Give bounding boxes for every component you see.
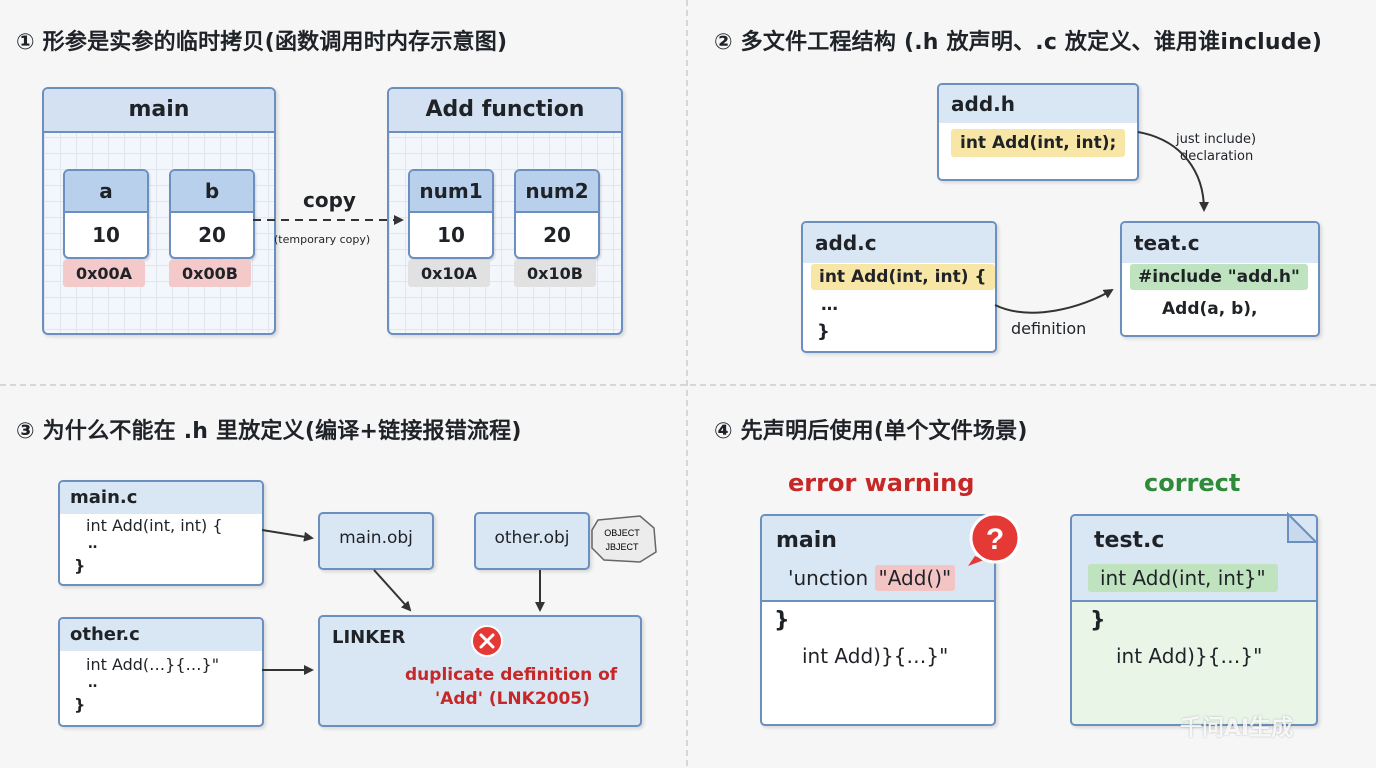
var-name: b (171, 171, 253, 213)
mainc-line3: } (74, 556, 86, 575)
section4-title: ④ 先声明后使用(单个文件场景) (714, 419, 1028, 444)
object-badge-line1: OBJECT (604, 528, 640, 538)
mainc-card: main.c int Add(int, int) { ‥ } (58, 480, 264, 586)
add-frame-title: Add function (389, 89, 621, 133)
include-note-line2: declaration (1180, 149, 1254, 164)
otherobj-box: other.obj (474, 512, 590, 570)
error-file-card: main 'unction "Add()" } int Add)}{…}" (760, 514, 996, 726)
linker-error-line2: 'Add' (LNK2005) (435, 689, 590, 709)
var-name: a (65, 171, 147, 213)
testc-card: teat.c #include "add.h" Add(a, b), (1120, 221, 1320, 337)
linker-error-line1: duplicate definition of (405, 665, 618, 685)
mainobj-box: main.obj (318, 512, 434, 570)
var-value: 20 (198, 223, 226, 247)
correct-file-title: test.c (1094, 528, 1165, 553)
testc-title: teat.c (1122, 223, 1318, 263)
addc-title: add.c (803, 223, 995, 263)
error-file-title: main (776, 528, 837, 553)
include-arrow (1137, 131, 1209, 212)
error-file-highlight: "Add()" (874, 565, 956, 591)
addh-title: add.h (939, 85, 1137, 123)
otherc-line2: ‥ (88, 675, 98, 691)
addc-definition-line: int Add(int, int) { (811, 264, 995, 290)
x-icon (471, 625, 503, 657)
var-name: num1 (410, 171, 492, 213)
addr-a: 0x00A (63, 260, 145, 287)
addr-num2: 0x10B (514, 260, 596, 287)
addr-num1: 0x10A (408, 260, 490, 287)
otherc-card: other.c int Add(…}{…}" ‥ } (58, 617, 264, 727)
linker-label: LINKER (332, 627, 406, 648)
testc-call-line: Add(a, b), (1162, 299, 1258, 319)
copy-sublabel: (temporary copy) (274, 233, 371, 246)
svg-text:?: ? (986, 523, 1004, 556)
section1-title: ① 形参是实参的临时拷贝(函数调用时内存示意图) (16, 30, 508, 55)
main-frame-title: main (44, 89, 274, 133)
mainc-line2: ‥ (88, 536, 98, 552)
var-num1: num1 10 (408, 169, 494, 259)
include-note-line1: just include) (1176, 132, 1257, 147)
addr-b: 0x00B (169, 260, 251, 287)
copy-label: copy (303, 188, 356, 212)
object-badge-line2: JBJECT (605, 542, 639, 552)
question-icon: ? (968, 512, 1021, 566)
error-file-line2: int Add)}{…}" (802, 644, 949, 668)
var-value: 20 (543, 223, 571, 247)
object-badge: OBJECT JBJECT (591, 515, 657, 563)
correct-file-highlight: int Add(int, int}" (1088, 564, 1278, 592)
addc-close-brace: } (817, 321, 830, 342)
correct-file-card: test.c int Add(int, int}" } int Add)}{…}… (1070, 514, 1318, 726)
var-b: b 20 (169, 169, 255, 259)
addh-declaration: int Add(int, int); (951, 129, 1126, 157)
otherobj-label: other.obj (494, 528, 570, 548)
otherc-title: other.c (60, 619, 262, 651)
mainobj-label: main.obj (339, 528, 413, 548)
quadrant-divider-horizontal (0, 384, 1376, 386)
var-num2: num2 20 (514, 169, 600, 259)
error-file-line1-text: 'unction (788, 566, 875, 590)
correct-file-brace: } (1090, 608, 1106, 633)
section3-title: ③ 为什么不能在 .h 里放定义(编译+链接报错流程) (16, 419, 522, 444)
definition-note: definition (1011, 319, 1087, 338)
var-value: 10 (92, 223, 120, 247)
correct-file-line2: int Add)}{…}" (1116, 644, 1263, 668)
addc-card: add.c int Add(int, int) { … } (801, 221, 997, 353)
error-file-brace: } (774, 608, 790, 633)
linker-box: LINKER duplicate definition of 'Add' (LN… (318, 615, 642, 727)
otherc-line1: int Add(…}{…}" (86, 655, 220, 674)
section2-title: ② 多文件工程结构 (.h 放声明、.c 放定义、谁用谁include) (714, 30, 1323, 55)
watermark: 千问AI生成 (1180, 716, 1294, 741)
addc-body: … (821, 295, 838, 315)
mainc-title: main.c (60, 482, 262, 514)
var-value: 10 (437, 223, 465, 247)
correct-label: correct (1144, 469, 1241, 497)
folded-corner (1287, 511, 1319, 543)
var-a: a 10 (63, 169, 149, 259)
mainc-line1: int Add(int, int) { (86, 516, 223, 535)
addh-card: add.h int Add(int, int); (937, 83, 1139, 181)
definition-arrow (994, 288, 1114, 314)
error-file-line1: 'unction "Add()" (788, 565, 956, 591)
mainobj-to-linker-arrow (373, 569, 412, 612)
error-warning-label: error warning (788, 469, 975, 497)
otherc-line3: } (74, 695, 86, 714)
testc-include-line: #include "add.h" (1130, 264, 1308, 290)
mainc-to-mainobj-arrow (261, 529, 314, 542)
var-name: num2 (516, 171, 598, 213)
